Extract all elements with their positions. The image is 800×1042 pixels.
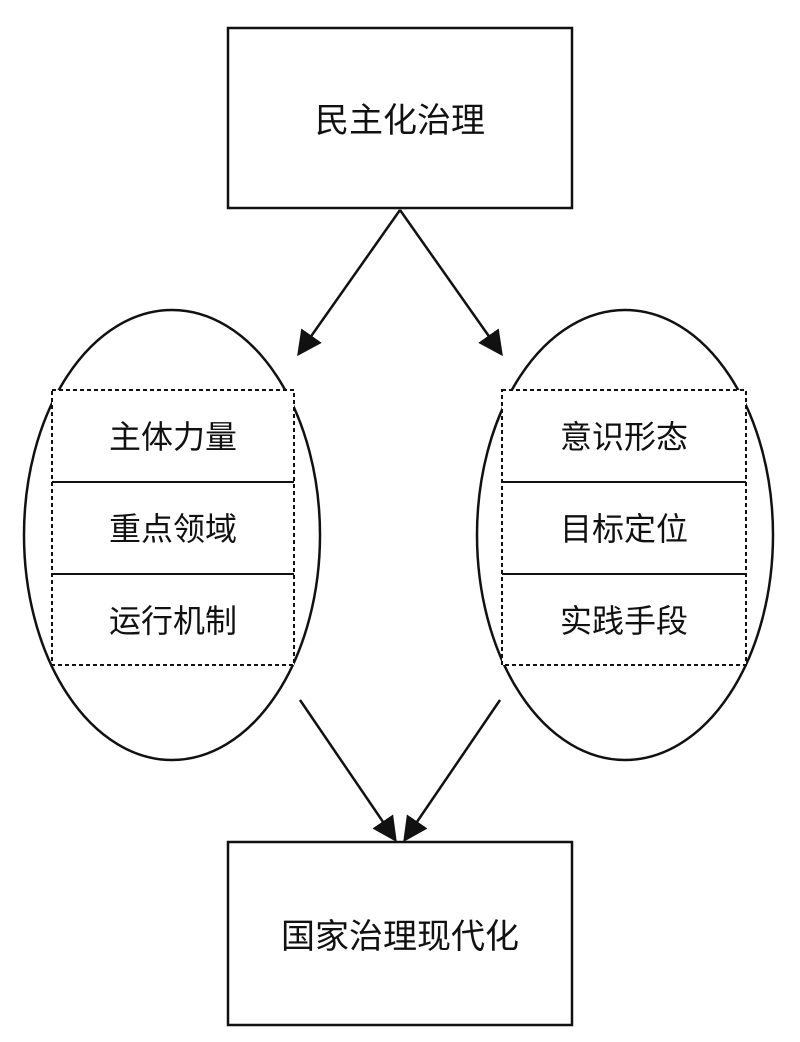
right-item-0: 意识形态 — [560, 418, 688, 456]
top-box-label: 民主化治理 — [315, 101, 485, 141]
bottom-box: 国家治理现代化 — [226, 840, 574, 1027]
left-item-1: 重点领域 — [109, 510, 237, 548]
bottom-box-label: 国家治理现代化 — [281, 917, 519, 957]
arrow-top-to-left — [297, 209, 402, 357]
right-item-2: 实践手段 — [560, 602, 688, 640]
arrow-right-to-bottom — [403, 699, 502, 843]
arrow-top-to-right — [398, 209, 503, 357]
left-group: 主体力量 重点领域 运行机制 — [22, 308, 322, 762]
left-item-0: 主体力量 — [109, 418, 237, 456]
right-item-1: 目标定位 — [560, 510, 688, 548]
top-box: 民主化治理 — [226, 26, 574, 210]
right-group: 意识形态 目标定位 实践手段 — [475, 308, 775, 762]
left-item-2: 运行机制 — [109, 602, 237, 640]
arrow-left-to-bottom — [298, 699, 397, 843]
